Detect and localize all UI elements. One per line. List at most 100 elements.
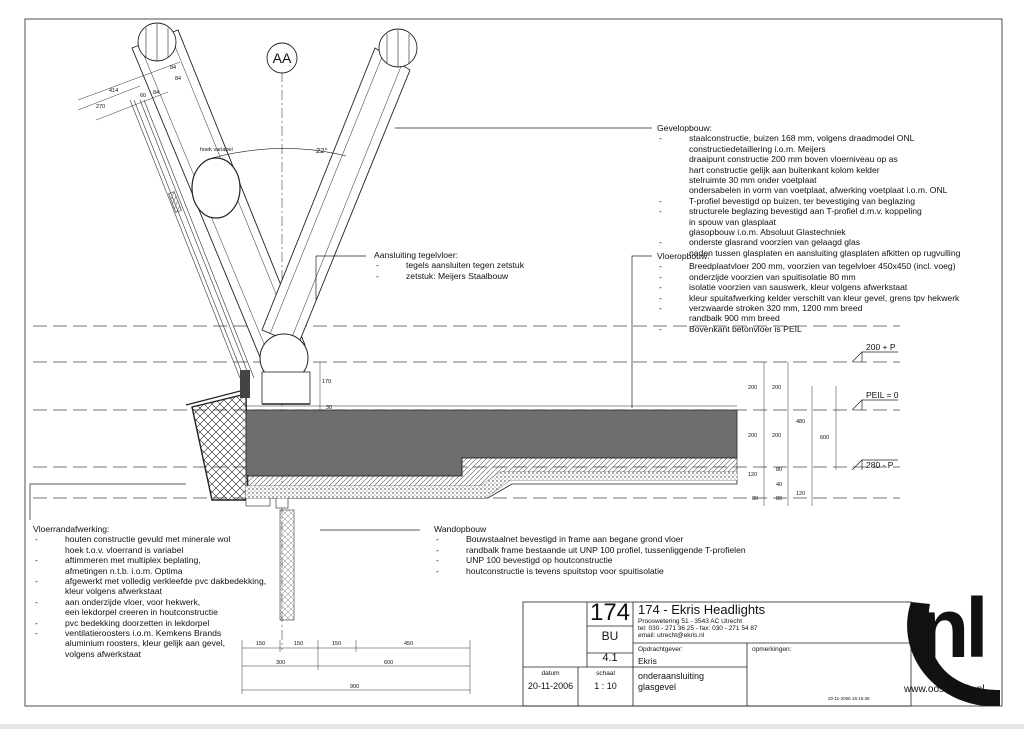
vdim-c1-0: 200 (748, 385, 757, 391)
note-vloerrand-item: - aftimmeren met multiplex beplating, (33, 555, 266, 565)
date-value: 20-11-2006 (527, 681, 574, 691)
note-vloeropbouw-item: - Bovenkant betonvloer is PEIL (657, 324, 959, 334)
bdim-r1-3: 450 (404, 641, 413, 647)
note-vloeropbouw-text: isolatie voorzien van sauswerk, kleur vo… (689, 282, 908, 293)
level-markers (851, 351, 898, 471)
vdim-c1-1: 200 (748, 433, 757, 439)
note-gevelopbouw-list: - staalconstructie, buizen 168 mm, volgen… (657, 133, 960, 258)
note-vloerrand-text: afmetingen n.t.b. i.o.m. Optima (65, 565, 183, 576)
vdim-c2-4: 80 (776, 496, 782, 502)
project-number: 174 (589, 599, 631, 626)
note-vloerrand-item: - pvc bedekking doorzetten in lekdorpel (33, 618, 266, 628)
note-vloeropbouw-text: Breedplaatvloer 200 mm, voorzien van teg… (689, 261, 956, 272)
note-gevelopbouw-text: ondersabelen in vorm van voetplaat, afwe… (689, 185, 948, 196)
note-wandopbouw-item: - houtconstructie is tevens spuitstop voo… (434, 566, 746, 576)
note-vloeropbouw-text: kleur spuitafwerking kelder verschilt va… (689, 292, 960, 303)
note-wandopbouw-text: UNP 100 bevestigd op houtconstructie (466, 555, 613, 566)
note-wandopbouw-list: - Bouwstaalnet bevestigd in frame aan beg… (434, 534, 746, 576)
note-vloerrand-item: - houten constructie gevuld met minerale … (33, 534, 266, 544)
floor-edge-construction (185, 370, 250, 501)
note-wandopbouw-text: houtconstructie is tevens spuitstop voor… (466, 565, 664, 576)
drawing-number: 4.1 (602, 652, 618, 664)
note-bullet: - (35, 576, 38, 587)
level-200-p: 200 + P (866, 342, 896, 352)
note-bullet: - (436, 544, 439, 555)
note-gevelopbouw-text: stelruimte 30 mm onder voetplaat (689, 175, 817, 186)
note-vloeropbouw-text: Bovenkant betonvloer is PEIL (689, 323, 802, 334)
note-gevelopbouw-item: ondersabelen in vorm van voetplaat, afwe… (657, 185, 960, 195)
note-vloerrand-text: houten constructie gevuld met minerale w… (65, 534, 231, 545)
note-tegelvloer-item: -tegels aansluiten tegen zetstuk (374, 260, 524, 270)
note-bullet: - (659, 261, 662, 272)
note-bullet: - (35, 617, 38, 628)
note-gevelopbouw-text: T-profiel bevestigd op buizen, ter beves… (689, 195, 915, 206)
note-vloeropbouw-title: Vloeropbouw: (657, 251, 710, 261)
note-vloerrand-item: kleur volgens afwerkstaat (33, 586, 266, 596)
note-bullet: - (659, 206, 662, 217)
angle-variable-label: hoek variabel (200, 147, 233, 153)
note-bullet: - (436, 565, 439, 576)
note-bullet: - (659, 237, 662, 248)
client-phone: tel: 030 - 271 36 25 - fax: 030 - 271 54… (638, 625, 758, 632)
note-vloerrand-text: pvc bedekking doorzetten in lekdorpel (65, 617, 210, 628)
note-gevelopbouw-item: naden tussen glasplaten en aansluiting g… (657, 248, 960, 258)
note-gevelopbouw-text: staalconstructie, buizen 168 mm, volgens… (689, 133, 915, 144)
note-bullet: - (35, 555, 38, 566)
note-bullet: - (659, 271, 662, 282)
note-bullet: - (659, 282, 662, 293)
note-vloerrand-list: - houten constructie gevuld met minerale … (33, 534, 266, 659)
client-label: Opdrachtgever: (638, 646, 683, 653)
note-wandopbouw-text: randbalk frame bestaande uit UNP 100 pro… (466, 544, 746, 555)
vdim-c2-2: 80 (776, 467, 782, 473)
vdim-c1-3: 80 (752, 496, 758, 502)
note-gevelopbouw-text: glasopbouw i.o.m. Absoluut Glastechniek (689, 227, 846, 238)
note-vloerrand-title: Vloerrandafwerking: (33, 524, 110, 534)
tube-section (191, 157, 241, 219)
note-bullet: - (35, 534, 38, 545)
tube-node (259, 333, 311, 405)
note-vloeropbouw-item: -onderzijde voorzien van spuitisolatie 8… (657, 272, 959, 282)
note-bullet: - (659, 195, 662, 206)
logo-text: nl (918, 581, 989, 675)
note-vloeropbouw-item: - isolatie voorzien van sauswerk, kleur v… (657, 282, 959, 292)
note-tegelvloer-title: Aansluiting tegelvloer: (374, 250, 459, 260)
note-vloerrand-item: -ventilatieroosters i.o.m. Kemkens Brand… (33, 628, 266, 638)
note-bullet: - (659, 323, 662, 334)
note-vloerrand-text: aan onderzijde vloer, voor hekwerk, (65, 596, 201, 607)
vdim-left-0: 170 (322, 379, 331, 385)
dim-84-c: 84 (175, 76, 181, 82)
spray-insulation (246, 472, 737, 498)
logo-arc (907, 602, 1000, 706)
angle-value-label: 22° (316, 146, 327, 155)
note-wandopbouw-item: - randbalk frame bestaande uit UNP 100 pr… (434, 545, 746, 555)
bottom-dimensions (241, 640, 471, 694)
note-vloerrand-text: ventilatieroosters i.o.m. Kemkens Brands (65, 628, 222, 639)
vdim-c2-0: 200 (772, 385, 781, 391)
note-gevelopbouw-text: onderste glasrand voorzien van gelaagd g… (689, 237, 861, 248)
note-vloerrand-item: volgens afwerkstaat (33, 649, 266, 659)
note-gevelopbouw: Gevelopbouw: - staalconstructie, buizen 1… (657, 123, 960, 258)
note-gevelopbouw-item: - structurele beglazing bevestigd aan T-p… (657, 206, 960, 216)
glass-panel (129, 99, 255, 379)
grid-reference: AA (266, 42, 298, 74)
note-wandopbouw-text: Bouwstaalnet bevestigd in frame aan bega… (466, 534, 684, 545)
bdim-r2-0: 300 (276, 660, 285, 666)
vdim-c3-1: 120 (796, 491, 805, 497)
top-dimensions (77, 61, 181, 121)
bdim-r1-0: 150 (256, 641, 265, 647)
note-tegelvloer-text: tegels aansluiten tegen zetstuk (406, 260, 525, 271)
note-wandopbouw-title: Wandopbouw (434, 524, 487, 534)
note-gevelopbouw-text: in spouw van glasplaat (689, 216, 776, 227)
scale-label: schaal (596, 670, 615, 677)
note-vloeropbouw-item: -kleur spuitafwerking kelder verschilt v… (657, 293, 959, 303)
project-code: BU (601, 629, 619, 643)
note-bullet: - (436, 534, 439, 545)
note-gevelopbouw-text: structurele beglazing bevestigd aan T-pr… (689, 206, 922, 217)
title-block (522, 601, 912, 707)
note-vloeropbouw-item: -verzwaarde stroken 320 mm, 1200 mm bree… (657, 303, 959, 313)
note-gevelopbouw-title: Gevelopbouw: (657, 123, 712, 133)
note-vloerrand-text: aftimmeren met multiplex beplating, (65, 555, 201, 566)
note-vloerrand-item: hoek t.o.v. vloerrand is variabel (33, 545, 266, 555)
mesh-wall (279, 509, 295, 621)
